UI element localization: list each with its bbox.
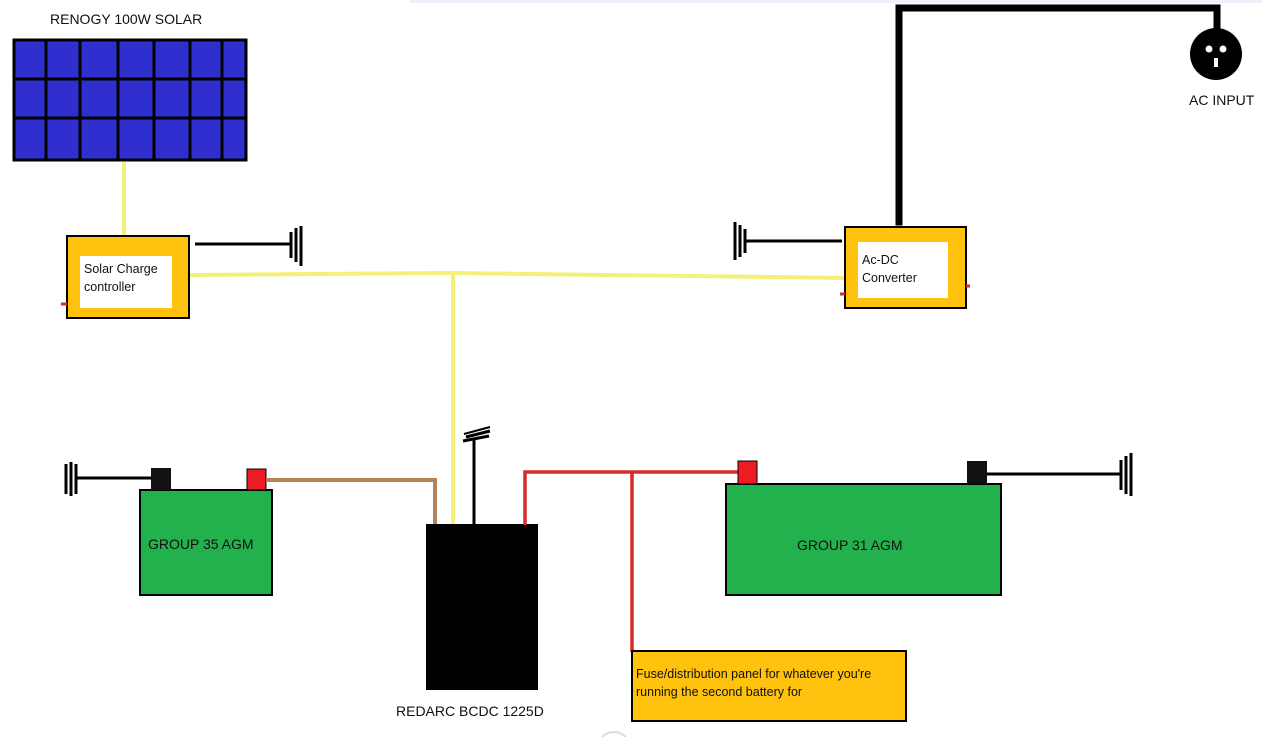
- battery-group35-positive-terminal: [246, 468, 267, 491]
- fuse-panel: [631, 650, 907, 722]
- solar-panel: [12, 38, 248, 162]
- battery-group31-label: GROUP 31 AGM: [797, 537, 903, 553]
- solar-panel-label: RENOGY 100W SOLAR: [50, 11, 203, 27]
- battery-group31-negative-terminal: [967, 461, 987, 484]
- ac-outlet-icon: [1190, 28, 1242, 80]
- dc-dc-charger: [426, 524, 538, 690]
- battery-group35: [139, 468, 273, 596]
- positive-wires: [523, 470, 738, 652]
- ground-symbol-icon: [64, 462, 151, 496]
- battery-group31-positive-terminal: [737, 460, 758, 485]
- partial-circle: [601, 731, 627, 737]
- ground-symbol-icon: [195, 226, 303, 266]
- battery-group35-negative-terminal: [151, 468, 171, 490]
- ground-symbol-icon: [462, 426, 491, 524]
- dc-dc-charger-label: REDARC BCDC 1225D: [396, 703, 544, 719]
- ac-wire: [895, 4, 1221, 226]
- ground-symbol-icon: [987, 453, 1133, 496]
- ac-input-label: AC INPUT: [1189, 92, 1255, 108]
- fuse-panel-label: Fuse/distribution panel for whatever you…: [636, 667, 872, 699]
- ac-dc-converter-label: Ac-DC Converter: [858, 242, 948, 298]
- battery-group31: [725, 460, 1002, 596]
- solar-charge-controller-label: Solar Charge controller: [80, 256, 172, 308]
- battery-group35-label: GROUP 35 AGM: [148, 536, 254, 552]
- ground-symbol-icon: [733, 222, 842, 260]
- start-battery-wire: [266, 478, 437, 525]
- charge-wires: [122, 162, 851, 525]
- top-strip: [410, 0, 1262, 3]
